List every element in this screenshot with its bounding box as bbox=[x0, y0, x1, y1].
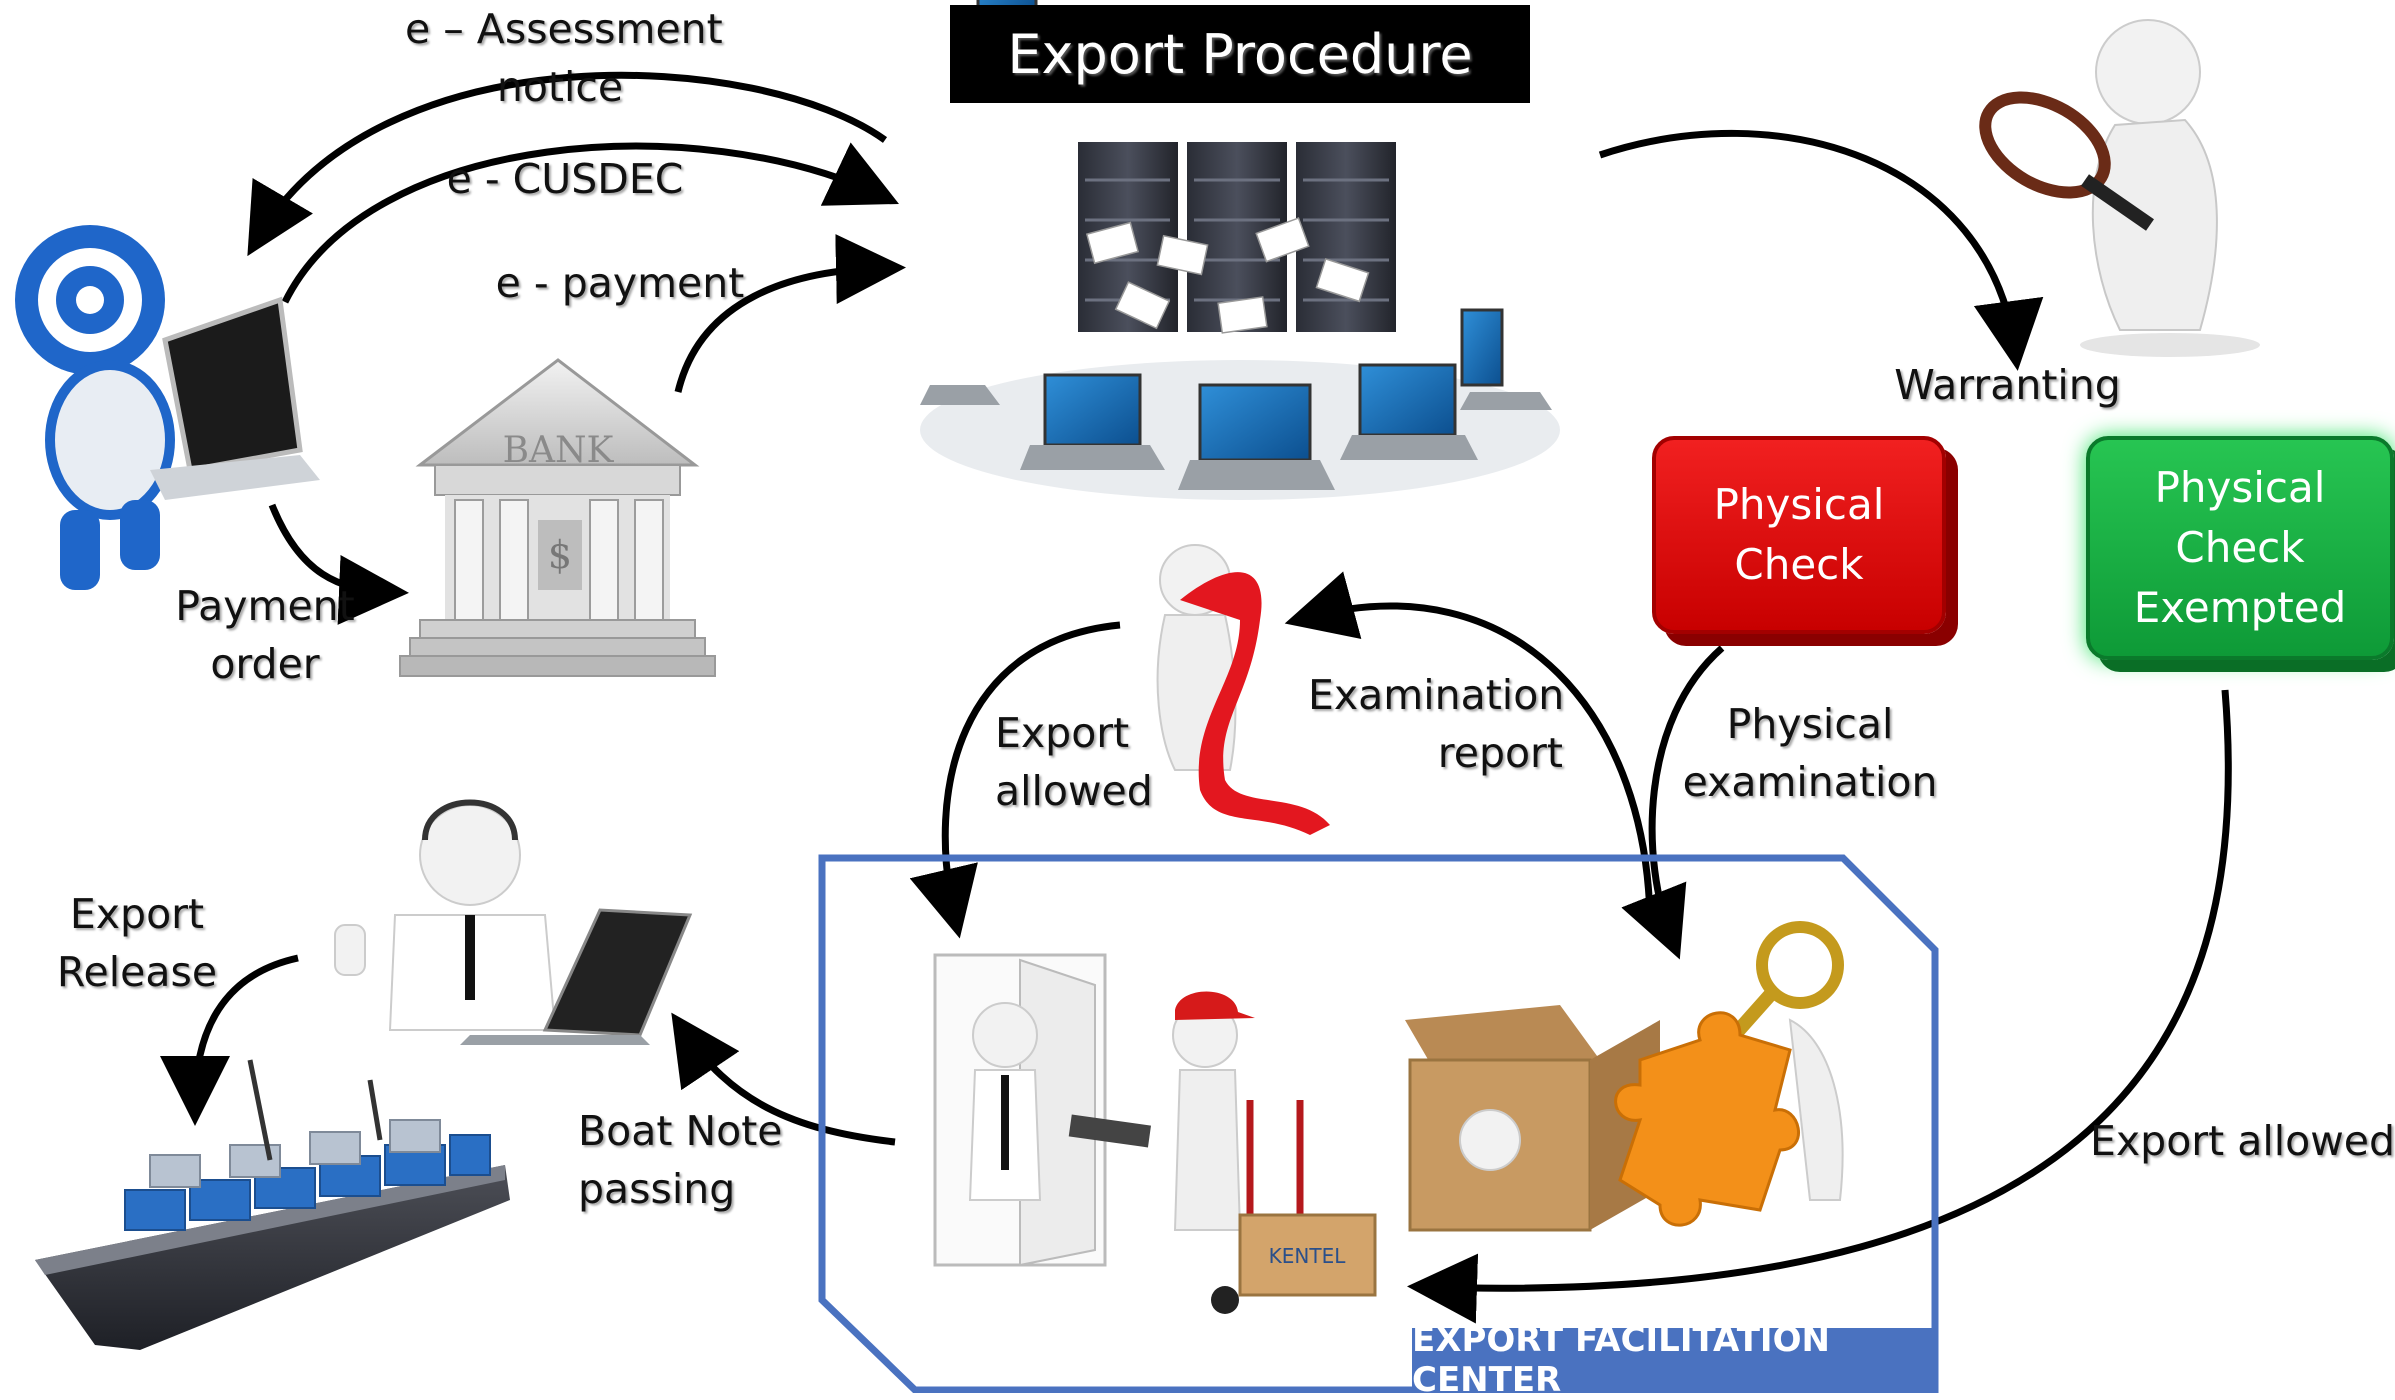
physical-check-exempted-line1: Physical Check bbox=[2154, 463, 2326, 572]
label-assessment-notice-line1: e – Assessment bbox=[405, 5, 723, 53]
arrow-export-allowed-right bbox=[1407, 689, 2232, 1324]
arrow-assessment-notice bbox=[247, 71, 888, 257]
arrow-examination-report bbox=[1284, 571, 1654, 929]
export-facilitation-center-label: EXPORT FACILITATION CENTER bbox=[1412, 1320, 1934, 1400]
label-physical-examination-line2: examination bbox=[1682, 758, 1938, 806]
label-physical-examination-line1: Physical bbox=[1726, 700, 1894, 748]
label-export-allowed-left: Export allowed bbox=[995, 704, 1160, 820]
cargo-ship-illustration bbox=[35, 1059, 510, 1350]
page-title: Export Procedure bbox=[1007, 22, 1473, 86]
label-export-release-line1: Export bbox=[69, 890, 205, 938]
label-export-release-line2: Release bbox=[56, 948, 218, 996]
flow-arrows bbox=[160, 71, 2232, 1324]
door-handover-illustration: KENTEL bbox=[933, 953, 1377, 1314]
arrow-payment bbox=[674, 234, 906, 393]
title-banner: Export Procedure bbox=[950, 5, 1530, 103]
arrow-boat-note-passing bbox=[671, 1012, 896, 1146]
arrow-export-release bbox=[160, 954, 299, 1126]
physical-check-line1: Physical bbox=[1713, 480, 1885, 529]
label-boat-note-passing-line1: Boat Note bbox=[578, 1107, 783, 1155]
inspector-with-magnifier-illustration bbox=[1979, 19, 2260, 357]
label-warranting: Warranting bbox=[1894, 361, 2121, 409]
label-examination-report: Examination report bbox=[1308, 666, 1565, 782]
label-export-release: Export Release bbox=[52, 885, 222, 1001]
label-payment-order-line2: order bbox=[210, 640, 320, 688]
label-boat-note-passing: Boat Note passing bbox=[578, 1102, 788, 1218]
bank-building-illustration: $ BANK bbox=[399, 358, 716, 677]
server-cluster-illustration bbox=[920, 0, 1560, 500]
physical-check-exempted-button[interactable]: Physical Check Exempted bbox=[2086, 436, 2394, 660]
box-inspection-puzzle-illustration bbox=[1405, 921, 1844, 1232]
label-examination-report-line1: Examination bbox=[1308, 671, 1565, 719]
physical-check-line2: Check bbox=[1734, 540, 1864, 589]
physical-check-exempted-line2: Exempted bbox=[2133, 583, 2347, 632]
label-export-allowed-left-line2: allowed bbox=[995, 767, 1153, 815]
label-payment-order: Payment order bbox=[165, 577, 365, 693]
label-payment: e - payment bbox=[495, 259, 745, 307]
physical-check-button[interactable]: Physical Check bbox=[1652, 436, 1946, 634]
arrow-physical-examination bbox=[1621, 645, 1725, 960]
svg-text:$: $ bbox=[548, 533, 572, 577]
facility-frame bbox=[818, 854, 1939, 1393]
arrow-payment-order bbox=[268, 503, 409, 625]
examination-report-scroll-illustration bbox=[1156, 544, 1330, 835]
label-boat-note-passing-line2: passing bbox=[578, 1165, 736, 1213]
arrow-warranting bbox=[1598, 129, 2044, 371]
label-export-allowed-left-line1: Export bbox=[995, 709, 1130, 757]
label-payment-order-line1: Payment bbox=[175, 582, 355, 630]
robot-with-laptop-illustration bbox=[15, 225, 320, 590]
label-export-allowed-right: Export allowed bbox=[2090, 1117, 2395, 1165]
label-assessment-notice-line2: notice bbox=[496, 63, 624, 111]
operator-with-laptop-illustration bbox=[334, 799, 693, 1045]
bank-sign: BANK bbox=[503, 430, 615, 471]
label-physical-examination: Physical examination bbox=[1680, 695, 1940, 811]
label-examination-report-line2: report bbox=[1437, 729, 1563, 777]
label-assessment-notice: e – Assessment notice bbox=[405, 0, 723, 116]
label-cusdec: e - CUSDEC bbox=[446, 155, 684, 203]
arrow-export-allowed-left bbox=[909, 621, 1121, 939]
arrow-cusdec bbox=[281, 142, 899, 304]
box-label: KENTEL bbox=[1269, 1244, 1347, 1268]
